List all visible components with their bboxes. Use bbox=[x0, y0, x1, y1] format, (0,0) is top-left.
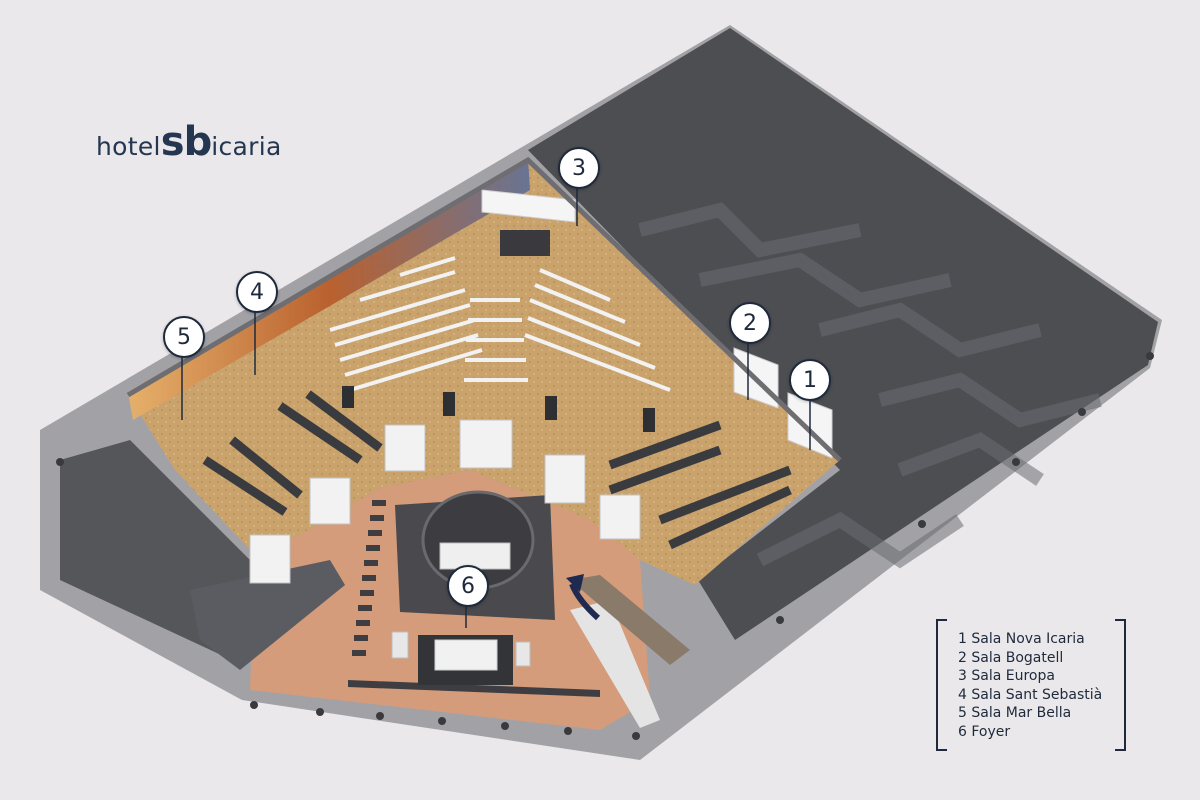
room-marker-1-label: 1 bbox=[803, 367, 817, 393]
structural-columns bbox=[56, 352, 1154, 740]
back-area-partitions bbox=[638, 202, 1102, 569]
speakers bbox=[342, 386, 655, 432]
logo-text-hotel: hotel bbox=[96, 132, 161, 161]
lounge-sofa bbox=[434, 639, 498, 671]
projector-screen-3 bbox=[481, 189, 576, 223]
room-marker-2-label: 2 bbox=[743, 310, 757, 336]
room-marker-4-label: 4 bbox=[250, 279, 264, 305]
room-dividers bbox=[249, 419, 641, 584]
theater-seating bbox=[329, 256, 671, 392]
room-marker-2[interactable]: 2 bbox=[729, 302, 771, 344]
foyer-walkway bbox=[348, 500, 600, 697]
stage-platform bbox=[500, 230, 550, 256]
rooms-legend: 1 Sala Nova Icaria 2 Sala Bogatell 3 Sal… bbox=[936, 619, 1126, 751]
room-marker-5[interactable]: 5 bbox=[163, 316, 205, 358]
legend-list: 1 Sala Nova Icaria 2 Sala Bogatell 3 Sal… bbox=[936, 619, 1126, 741]
reception-counter bbox=[190, 560, 345, 670]
legend-item-2: 2 Sala Bogatell bbox=[958, 649, 1064, 666]
logo-text-sb: sb bbox=[160, 119, 212, 165]
escalator bbox=[570, 575, 690, 665]
lobby-desk bbox=[570, 600, 660, 728]
legend-item-5: 5 Sala Mar Bella bbox=[958, 705, 1072, 721]
room-marker-6[interactable]: 6 bbox=[447, 565, 489, 607]
legend-item-1: 1 Sala Nova Icaria bbox=[958, 631, 1085, 647]
meeting-rooms-outline bbox=[126, 156, 842, 462]
legend-item-3: 3 Sala Europa bbox=[958, 668, 1055, 684]
dark-back-area bbox=[528, 28, 1158, 640]
pod-bench bbox=[439, 542, 511, 570]
legend-bracket-right bbox=[1115, 619, 1126, 751]
meeting-tables bbox=[202, 390, 792, 550]
marker-leaders bbox=[181, 188, 811, 628]
foyer-column-right bbox=[515, 641, 531, 667]
room-marker-6-label: 6 bbox=[461, 573, 475, 599]
legend-item-4: 4 Sala Sant Sebastià bbox=[958, 686, 1103, 703]
foyer-column-left bbox=[391, 631, 409, 659]
logo-text-icaria: icaria bbox=[211, 132, 282, 161]
room-marker-3[interactable]: 3 bbox=[558, 147, 600, 189]
room-marker-3-label: 3 bbox=[572, 155, 586, 181]
escalator-arrow bbox=[569, 582, 601, 621]
legend-item-6: 6 Foyer bbox=[958, 723, 1011, 740]
meeting-rooms-floor bbox=[128, 160, 840, 585]
legend-bracket-left bbox=[936, 619, 947, 751]
room-marker-5-label: 5 bbox=[177, 324, 191, 350]
room-marker-1[interactable]: 1 bbox=[789, 359, 831, 401]
hotel-logo: hotelsbicaria bbox=[96, 122, 282, 162]
window-strip bbox=[128, 158, 530, 420]
room-marker-4[interactable]: 4 bbox=[236, 271, 278, 313]
